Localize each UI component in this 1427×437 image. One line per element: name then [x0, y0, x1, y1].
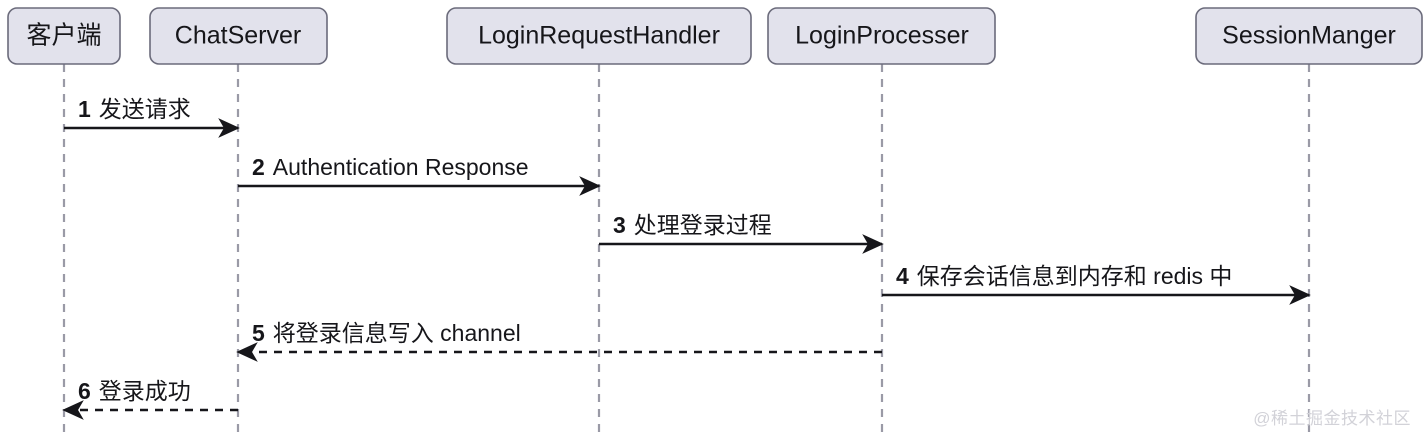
participant-chatserver[interactable]: ChatServer — [149, 7, 328, 65]
participant-client[interactable]: 客户端 — [7, 7, 121, 65]
message-6[interactable]: 6 登录成功 — [62, 378, 238, 420]
message-sequence-number: 1 — [78, 96, 91, 122]
message-label: 5 将登录信息写入 channel — [252, 320, 521, 346]
message-text: 保存会话信息到内存和 redis 中 — [917, 263, 1233, 289]
message-sequence-number: 3 — [613, 212, 626, 238]
message-label: 3 处理登录过程 — [613, 212, 772, 238]
message-text: 处理登录过程 — [634, 212, 772, 238]
message-label: 6 登录成功 — [78, 378, 191, 404]
participant-label: LoginRequestHandler — [478, 22, 720, 50]
message-4[interactable]: 4 保存会话信息到内存和 redis 中 — [882, 263, 1311, 305]
message-1[interactable]: 1 发送请求 — [64, 96, 240, 138]
participant-loginrequesthandler[interactable]: LoginRequestHandler — [446, 7, 752, 65]
message-sequence-number: 6 — [78, 378, 91, 404]
message-sequence-number: 4 — [896, 263, 909, 289]
message-sequence-number: 5 — [252, 320, 265, 346]
lifelines-layer — [62, 64, 1311, 435]
participant-label: 客户端 — [26, 22, 101, 50]
participant-box — [767, 7, 996, 65]
participant-box — [7, 7, 121, 65]
participant-label: ChatServer — [175, 22, 301, 50]
message-label: 4 保存会话信息到内存和 redis 中 — [896, 263, 1232, 289]
message-label: 2 Authentication Response — [252, 154, 529, 180]
message-2[interactable]: 2 Authentication Response — [238, 154, 601, 196]
participant-box — [149, 7, 328, 65]
participant-box — [446, 7, 752, 65]
participant-loginprocesser[interactable]: LoginProcesser — [767, 7, 996, 65]
message-text: 发送请求 — [99, 96, 191, 122]
message-text: 登录成功 — [99, 378, 191, 404]
messages-layer: 1 发送请求 2 Authentication Response 3 处理登录过程 4 保存会… — [62, 96, 1311, 420]
message-label: 1 发送请求 — [78, 96, 191, 122]
participant-label: LoginProcesser — [795, 22, 969, 50]
participant-box — [1195, 7, 1423, 65]
message-sequence-number: 2 — [252, 154, 265, 180]
participants-layer: 客户端 ChatServer LoginRequestHandler LoginPro… — [7, 7, 1423, 65]
message-text: 将登录信息写入 channel — [273, 320, 521, 346]
participant-label: SessionManger — [1222, 22, 1396, 50]
message-3[interactable]: 3 处理登录过程 — [599, 212, 884, 254]
watermark: @稀土掘金技术社区 — [1253, 409, 1411, 428]
message-text: Authentication Response — [273, 154, 529, 180]
message-5[interactable]: 5 将登录信息写入 channel — [236, 320, 882, 362]
participant-sessionmanger[interactable]: SessionManger — [1195, 7, 1423, 65]
